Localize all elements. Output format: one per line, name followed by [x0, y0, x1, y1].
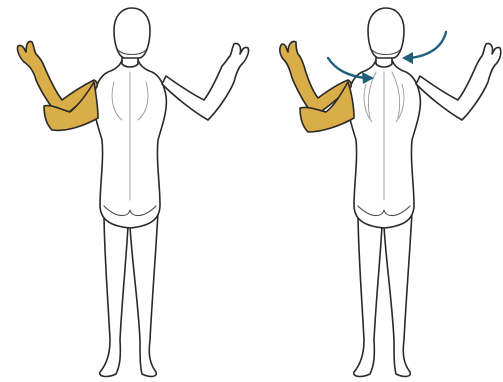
left-figure-left-leg [100, 212, 128, 376]
left-figure-right-leg [130, 212, 158, 376]
left-figure-raised-arm [162, 43, 249, 120]
left-figure-head [114, 8, 150, 58]
figure-right [280, 8, 501, 376]
right-figure-right-leg [384, 212, 412, 376]
right-figure-head [368, 8, 404, 58]
right-figure-raised-arm [416, 43, 501, 120]
figure-left [17, 8, 248, 376]
right-figure-arrow-right [402, 32, 446, 64]
right-figure-left-leg [354, 212, 382, 376]
